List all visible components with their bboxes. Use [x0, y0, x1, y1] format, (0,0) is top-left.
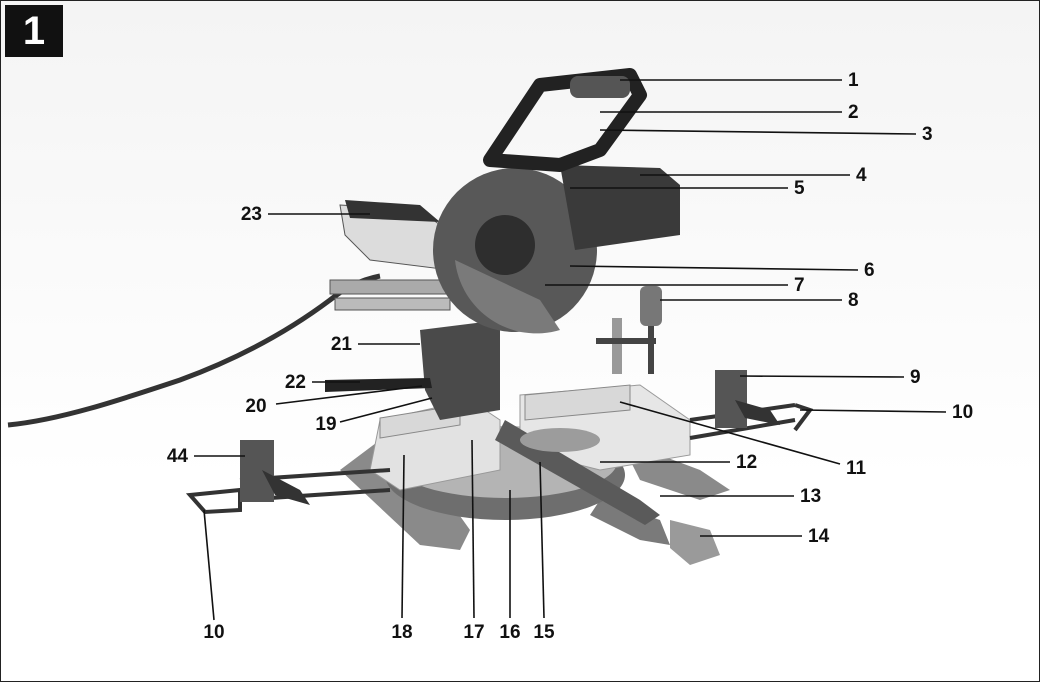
callout-label-16: 16 [499, 622, 520, 643]
rear-handle-grip [345, 200, 440, 222]
callout-label-4: 4 [856, 165, 867, 186]
leader-line-9 [739, 375, 905, 378]
callout-label-21: 21 [331, 334, 353, 355]
motor-housing [560, 165, 680, 250]
leader-line-19 [339, 397, 433, 423]
leader-line-10 [799, 409, 947, 413]
leader-line-15 [539, 461, 545, 619]
callout-label-6: 6 [864, 260, 875, 281]
callout-label-13: 13 [800, 486, 821, 507]
callout-label-17: 17 [463, 622, 484, 643]
blade-guard-inner [475, 215, 535, 275]
callout-label-22: 22 [285, 372, 306, 393]
callout-label-14: 14 [808, 526, 830, 547]
figure-number: 1 [5, 5, 63, 57]
handle-grip [570, 76, 630, 98]
callout-label-18: 18 [391, 622, 412, 643]
callout-label-20: 20 [245, 396, 266, 417]
material-clamp [596, 286, 662, 374]
callout-label-9: 9 [910, 367, 921, 388]
workpiece-support-left [240, 440, 274, 502]
callout-label-11: 11 [846, 458, 867, 479]
callout-label-12: 12 [736, 452, 757, 473]
callout-label-7: 7 [794, 275, 805, 296]
leader-line-6 [569, 265, 859, 271]
slide-rails [329, 279, 451, 311]
blade-lower [520, 428, 600, 452]
leader-line-20 [275, 385, 423, 405]
leader-lines [194, 79, 947, 621]
callout-label-24: 44 [167, 446, 189, 467]
leader-line-11 [619, 401, 841, 465]
saw-illustration [7, 68, 814, 565]
leader-line-25 [203, 509, 215, 621]
callout-label-2: 2 [848, 102, 859, 123]
callout-label-10: 10 [952, 402, 973, 423]
callout-label-3: 3 [922, 124, 933, 145]
clamp-roller-left [262, 470, 310, 505]
callout-label-5: 5 [794, 178, 805, 199]
callout-label-1: 1 [848, 70, 859, 91]
bevel-pivot [420, 320, 500, 420]
callout-label-25: 10 [203, 622, 224, 643]
leader-line-3 [599, 129, 917, 135]
workpiece-support-right [715, 370, 747, 428]
front-knob [670, 520, 720, 565]
leader-line-18 [401, 454, 405, 619]
callout-label-8: 8 [848, 290, 859, 311]
callout-labels: 1234567891011121314151617181920212223441… [167, 70, 973, 643]
base-foot-front [590, 500, 670, 545]
callout-label-15: 15 [533, 622, 555, 643]
leader-line-17 [471, 439, 475, 619]
callout-label-19: 19 [315, 414, 336, 435]
tilt-lock-lever [325, 378, 432, 392]
power-cord [7, 273, 381, 428]
callout-label-23: 23 [241, 204, 262, 225]
main-handle [483, 68, 647, 172]
clamp-roller-right [735, 400, 780, 425]
pendulum-guard [455, 260, 560, 334]
fence-right [524, 384, 631, 421]
